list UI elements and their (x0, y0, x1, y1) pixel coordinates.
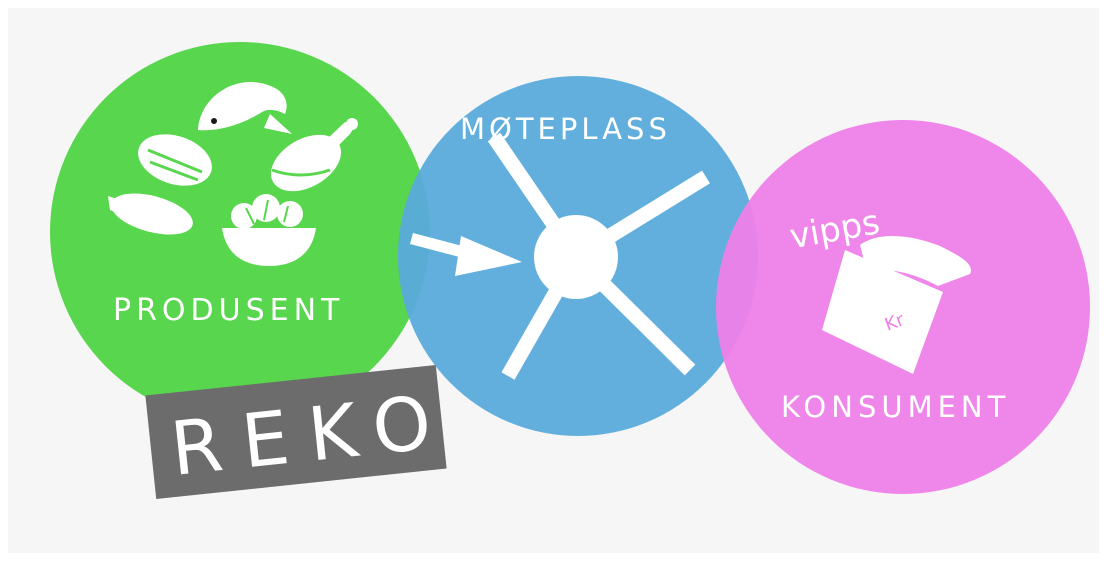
arrow-icon (410, 233, 522, 276)
chicken-icon (270, 118, 358, 192)
consumer-label: KONSUMENT (781, 390, 1010, 424)
meeting-place-label: MØTEPLASS (460, 112, 671, 146)
card-payment-icon: Kr (822, 235, 971, 374)
fish-icon (198, 82, 292, 134)
salad-bowl-icon (222, 194, 316, 266)
producer-label: PRODUSENT (113, 293, 344, 328)
bread-icon (138, 134, 212, 186)
hub-icon (487, 132, 710, 380)
eggplant-icon (108, 193, 193, 235)
